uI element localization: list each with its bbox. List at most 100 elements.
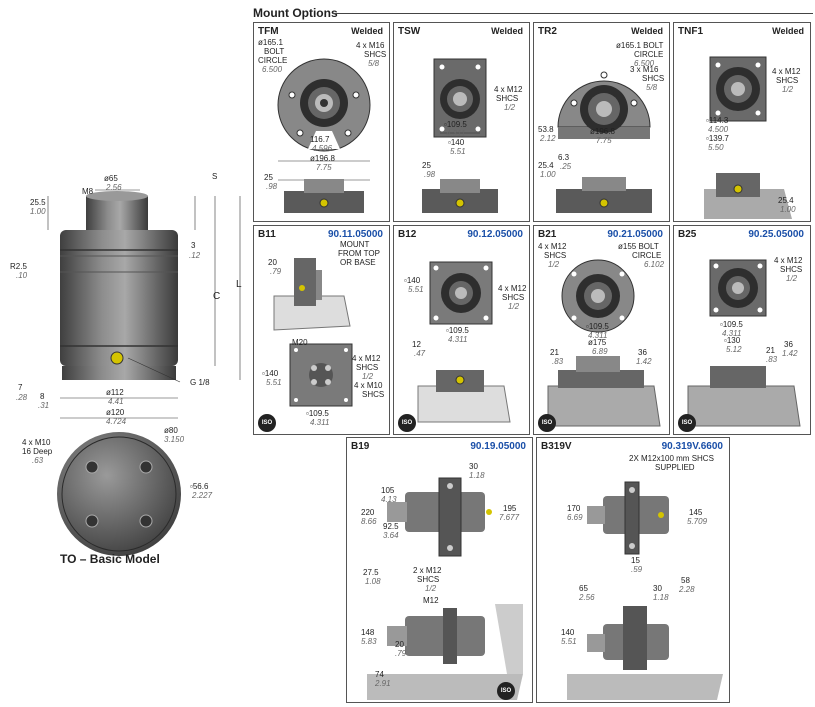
sq114-label: ▫114.3: [706, 116, 729, 125]
h220-label: 220: [361, 508, 375, 517]
m16-shcs: SHCS: [364, 50, 387, 59]
m10-deep-inch: .63: [32, 456, 44, 465]
h36-inch: 1.42: [636, 357, 652, 366]
bc-inch: 6.500: [262, 65, 283, 74]
tr2-front-view: [556, 71, 652, 213]
sq109-label: ▫109.5: [586, 322, 609, 331]
basic-model-side-view: [47, 189, 241, 419]
d196-label: ø196.8: [590, 127, 615, 136]
h27-label: 27.5: [363, 568, 379, 577]
h25-label: 25: [264, 173, 273, 182]
sq140-inch: 5.51: [408, 285, 424, 294]
m12-shcs: SHCS: [496, 94, 519, 103]
h30-label: 30: [469, 462, 478, 471]
m8-label: M8: [82, 187, 94, 196]
part-number: 90.11.05000: [327, 229, 383, 240]
h20-inch: .79: [270, 267, 282, 276]
bc-text: BOLT: [264, 47, 285, 56]
mount-options-title: Mount Options: [253, 6, 338, 20]
sq130-inch: 5.12: [726, 345, 742, 354]
sq109-inch: 4.311: [588, 331, 608, 340]
m12-shcs: SHCS: [356, 363, 379, 372]
h25-inch: .98: [266, 182, 278, 191]
part-number: 90.12.05000: [467, 229, 523, 240]
r25-inch: .10: [16, 271, 28, 280]
h63-label: 6.3: [558, 153, 570, 162]
basic-model-caption: TO – Basic Model: [60, 552, 160, 566]
h92-inch: 3.64: [383, 531, 399, 540]
h25-inch: 1.00: [540, 170, 556, 179]
panel-b19: B19 90.19.05000 30 1.18 105 4.13 220 8.6…: [346, 437, 533, 703]
r25-label: R2.5: [10, 262, 27, 271]
m12-single: M12: [423, 596, 439, 605]
h74-label: 74: [375, 670, 384, 679]
m16-label: 4 x M16: [356, 41, 385, 50]
sq140-inch: 5.51: [266, 378, 282, 387]
m12-shcs: SHCS: [776, 76, 799, 85]
bc-text2: CIRCLE: [258, 56, 288, 65]
sq56-inch: 2.227: [192, 491, 213, 500]
h195-label: 195: [503, 504, 517, 513]
h36-inch: 1.42: [782, 349, 798, 358]
h58-label: 58: [681, 576, 690, 585]
d116-inch: 4.596: [312, 144, 333, 153]
sq109-inch: 4.311: [310, 418, 330, 427]
m12-label: 4 x M12: [538, 242, 567, 251]
tnf1-front-view: [704, 56, 792, 219]
sq139-inch: 5.50: [708, 143, 724, 152]
h58-inch: 2.28: [679, 585, 695, 594]
panel-title: B319V: [541, 441, 572, 452]
mount-text3: OR BASE: [340, 258, 376, 267]
panel-title: B12: [398, 229, 417, 240]
m12-label: 4 x M12: [774, 256, 803, 265]
h25-label: 25.4: [778, 196, 794, 205]
panel-title: B19: [351, 441, 370, 452]
sq109-label: ▫109.5: [446, 326, 469, 335]
part-number: 90.21.05000: [607, 229, 663, 240]
d120-inch: 4.724: [106, 417, 127, 426]
panel-title: TR2: [538, 26, 557, 37]
note-line2: SUPPLIED: [655, 463, 695, 472]
welded-tag: Welded: [351, 26, 383, 36]
d175-inch: 6.89: [592, 347, 608, 356]
iso-badge: ISO: [398, 414, 416, 432]
panel-title: B11: [258, 229, 276, 240]
bc-text: CIRCLE: [634, 50, 664, 59]
panel-title: B21: [538, 229, 557, 240]
m12-inch: 1/2: [504, 103, 516, 112]
h20-inch: .79: [395, 649, 407, 658]
h92-label: 92.5: [383, 522, 399, 531]
sq114-inch: 4.500: [708, 125, 729, 134]
h15-inch: .59: [631, 565, 643, 574]
d65-inch: 2.56: [106, 183, 122, 192]
b21-views: [547, 259, 661, 427]
h21-inch: .83: [552, 357, 564, 366]
h21-inch: .83: [766, 355, 778, 364]
h3-label: 3: [191, 241, 196, 250]
welded-tag: Welded: [491, 26, 523, 36]
note-line1: 2X M12x100 mm SHCS: [629, 454, 714, 463]
m12-inch: 1/2: [548, 260, 560, 269]
iso-badge: ISO: [258, 414, 276, 432]
m10-shcs: SHCS: [362, 390, 385, 399]
part-number: 90.319V.6600: [661, 441, 723, 452]
tsw-front-view: [422, 58, 498, 213]
h25-label: 25.4: [538, 161, 554, 170]
d65-label: ø65: [104, 174, 118, 183]
b319v-views: [567, 481, 723, 700]
mount-text2: FROM TOP: [338, 249, 380, 258]
m10-deep: 16 Deep: [22, 447, 53, 456]
d196-inch: 7.75: [596, 136, 612, 145]
sq109-label: ▫109.5: [720, 320, 743, 329]
m12-label: 4 x M12: [352, 354, 381, 363]
m12-inch: 1/2: [362, 372, 374, 381]
h148-label: 148: [361, 628, 375, 637]
h170-label: 170: [567, 504, 581, 513]
sq130-label: ▫130: [724, 336, 741, 345]
iso-badge: ISO: [678, 414, 696, 432]
h15-label: 15: [631, 556, 640, 565]
h220-inch: 8.66: [361, 517, 377, 526]
h145-inch: 5.709: [687, 517, 708, 526]
h3-inch: .12: [189, 251, 201, 260]
sq139-label: ▫139.7: [706, 134, 729, 143]
